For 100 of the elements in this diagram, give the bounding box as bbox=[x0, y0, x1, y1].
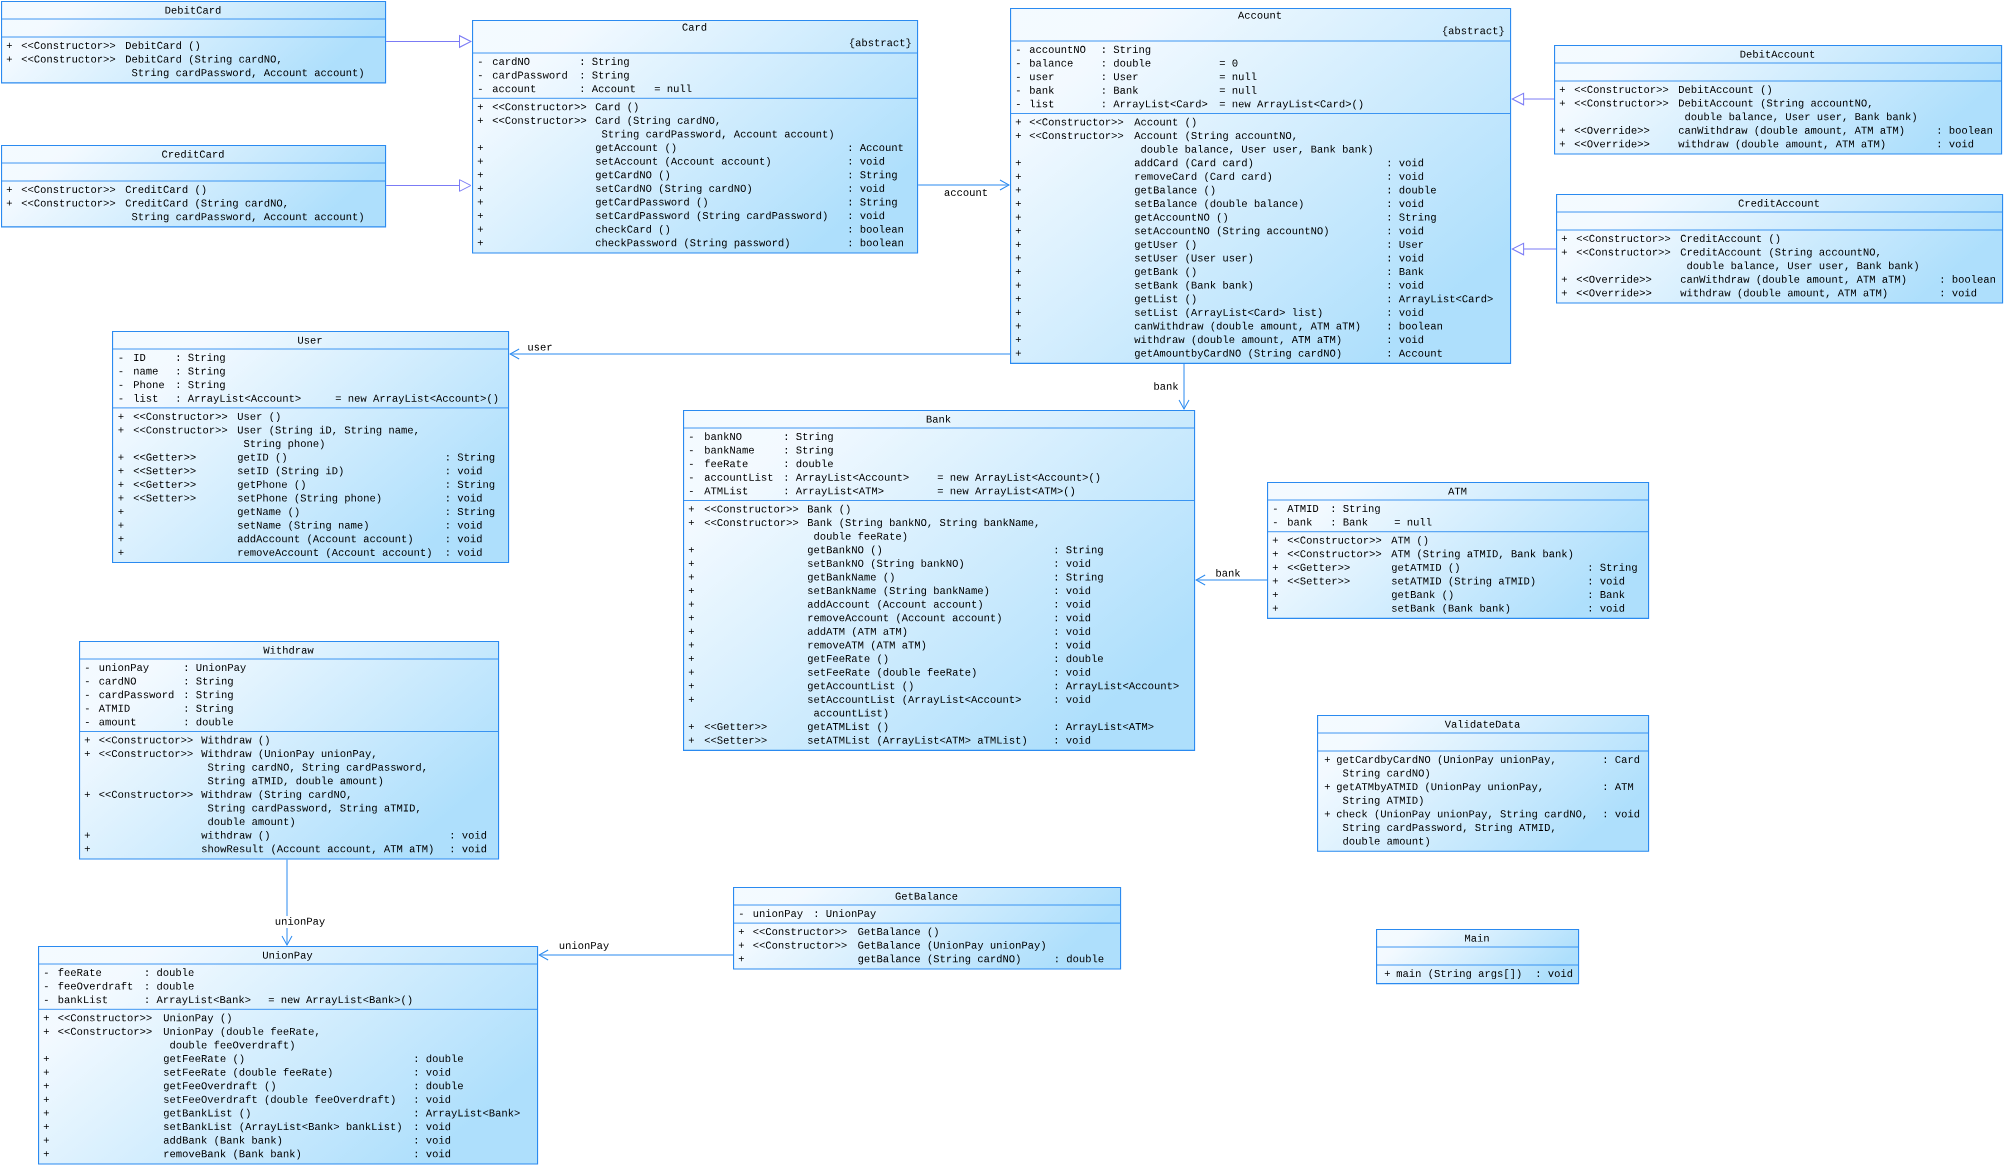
stereotype-label: <<Getter>> bbox=[1287, 563, 1350, 571]
stereotype-label: <<Constructor>> bbox=[58, 1014, 152, 1022]
stereotype-label: <<Setter>> bbox=[133, 494, 196, 502]
visibility-marker: + bbox=[1384, 970, 1390, 976]
operation-signature: setATMID (String aTMID) bbox=[1392, 576, 1535, 587]
visibility-marker: - bbox=[1016, 104, 1020, 105]
operation-signature: getBank () bbox=[1391, 590, 1453, 601]
visibility-marker: + bbox=[1559, 141, 1565, 147]
class-name: CreditAccount bbox=[1738, 199, 1819, 207]
visibility-marker: + bbox=[118, 427, 124, 433]
default-value: = new ArrayList<ATM>() bbox=[937, 486, 1075, 497]
association-arrow bbox=[538, 949, 734, 961]
visibility-marker: - bbox=[1016, 49, 1020, 51]
attribute-name: accountNO bbox=[1029, 45, 1086, 53]
attribute-type: : String bbox=[1103, 45, 1151, 56]
visibility-marker: - bbox=[1016, 90, 1020, 92]
abstract-label: {abstract} bbox=[849, 38, 911, 49]
visibility-marker: + bbox=[688, 615, 694, 621]
visibility-marker: - bbox=[85, 681, 89, 683]
visibility-marker: + bbox=[688, 723, 694, 730]
class-name: Account bbox=[1237, 11, 1281, 19]
operation-signature: getATMList () bbox=[807, 722, 888, 733]
operation-signature: Withdraw () bbox=[201, 735, 269, 746]
visibility-marker: + bbox=[688, 642, 694, 648]
operation-signature: getATMbyATMID (UnionPay unionPay, String ATMID) bbox=[1336, 782, 1542, 806]
generalization-arrow bbox=[1511, 242, 1557, 256]
operation-signature: addBank (Bank bank) bbox=[163, 1136, 282, 1146]
edge-label: user bbox=[526, 343, 554, 352]
return-type: : boolean bbox=[1941, 275, 1995, 283]
visibility-marker: - bbox=[1016, 76, 1020, 78]
visibility-marker: + bbox=[1272, 564, 1278, 570]
return-type: : void bbox=[1388, 335, 1424, 344]
visibility-marker: + bbox=[1272, 578, 1278, 584]
return-type: : void bbox=[1055, 668, 1091, 676]
visibility-marker: + bbox=[688, 574, 694, 580]
stereotype-label: <<Constructor>> bbox=[21, 55, 116, 63]
default-value: = new ArrayList<Card>() bbox=[1219, 99, 1363, 110]
return-type: : Bank bbox=[1388, 267, 1424, 276]
association-arrow bbox=[1178, 363, 1190, 410]
return-type: : ATM bbox=[1604, 783, 1634, 791]
visibility-marker: + bbox=[688, 506, 694, 512]
attribute-name: name bbox=[134, 368, 158, 375]
attribute-name: unionPay bbox=[753, 909, 803, 920]
class-box bbox=[1316, 715, 1650, 852]
visibility-marker: + bbox=[1015, 132, 1021, 139]
operation-signature: CreditCard () bbox=[125, 185, 206, 196]
return-type: : void bbox=[451, 844, 487, 853]
class-name: DebitCard bbox=[165, 6, 221, 14]
return-type: : String bbox=[1055, 545, 1103, 556]
attribute-name: user bbox=[1030, 74, 1054, 81]
operation-signature: GetBalance (UnionPay unionPay) bbox=[858, 941, 1045, 951]
visibility-marker: + bbox=[688, 655, 694, 662]
return-type: : void bbox=[1388, 199, 1424, 208]
stereotype-label: <<Constructor>> bbox=[133, 426, 228, 434]
class-name: User bbox=[298, 336, 322, 344]
class-box bbox=[1555, 194, 2004, 304]
visibility-marker: - bbox=[478, 75, 482, 77]
attribute-type: : double bbox=[146, 981, 194, 990]
stereotype-label: <<Constructor>> bbox=[21, 185, 116, 193]
return-type: : void bbox=[1055, 600, 1091, 608]
stereotype-label: <<Setter>> bbox=[1287, 577, 1350, 585]
visibility-marker: - bbox=[44, 972, 48, 974]
class-name: ValidateData bbox=[1444, 720, 1520, 728]
association-arrow bbox=[509, 348, 1011, 360]
visibility-marker: + bbox=[477, 158, 483, 164]
operation-signature: User () bbox=[237, 412, 280, 422]
operation-signature: getList () bbox=[1134, 294, 1196, 305]
default-value: = null bbox=[654, 84, 692, 93]
visibility-marker: + bbox=[43, 1055, 49, 1062]
visibility-marker: + bbox=[1015, 268, 1021, 275]
visibility-marker: + bbox=[1015, 160, 1021, 166]
stereotype-label: <<Override>> bbox=[1576, 288, 1652, 297]
return-type: : void bbox=[415, 1095, 451, 1103]
operation-signature: addAccount (Account account) bbox=[807, 600, 982, 610]
visibility-marker: + bbox=[43, 1015, 49, 1021]
visibility-marker: + bbox=[1015, 214, 1021, 220]
operation-signature: getPhone () bbox=[237, 480, 305, 490]
return-type: : String bbox=[1055, 572, 1103, 583]
stereotype-label: <<Constructor>> bbox=[704, 505, 799, 513]
operation-signature: Withdraw (String cardNO, String cardPassword, String aTMID, double amount) bbox=[201, 790, 419, 828]
operation-signature: getCardPassword () bbox=[595, 197, 707, 208]
return-type: : void bbox=[1537, 969, 1573, 978]
visibility-marker: + bbox=[1324, 756, 1330, 762]
stereotype-label: <<Override>> bbox=[1574, 126, 1650, 134]
edge-label: unionPay bbox=[273, 915, 327, 929]
stereotype-label: <<Constructor>> bbox=[1576, 234, 1671, 242]
visibility-marker: + bbox=[477, 117, 483, 123]
attribute-type: : Account bbox=[581, 85, 635, 93]
visibility-marker: + bbox=[84, 832, 90, 838]
visibility-marker: + bbox=[1559, 86, 1565, 92]
return-type: : void bbox=[1055, 559, 1091, 567]
stereotype-label: <<Constructor>> bbox=[1287, 550, 1382, 558]
return-type: : Account bbox=[1388, 349, 1442, 357]
return-type: : void bbox=[1055, 640, 1091, 649]
visibility-marker: + bbox=[477, 226, 483, 232]
class-box bbox=[111, 331, 510, 564]
stereotype-label: <<Constructor>> bbox=[492, 103, 587, 111]
return-type: : ArrayList<Account> bbox=[1055, 681, 1179, 692]
attribute-type: : String bbox=[785, 445, 833, 456]
visibility-marker: + bbox=[118, 495, 124, 501]
